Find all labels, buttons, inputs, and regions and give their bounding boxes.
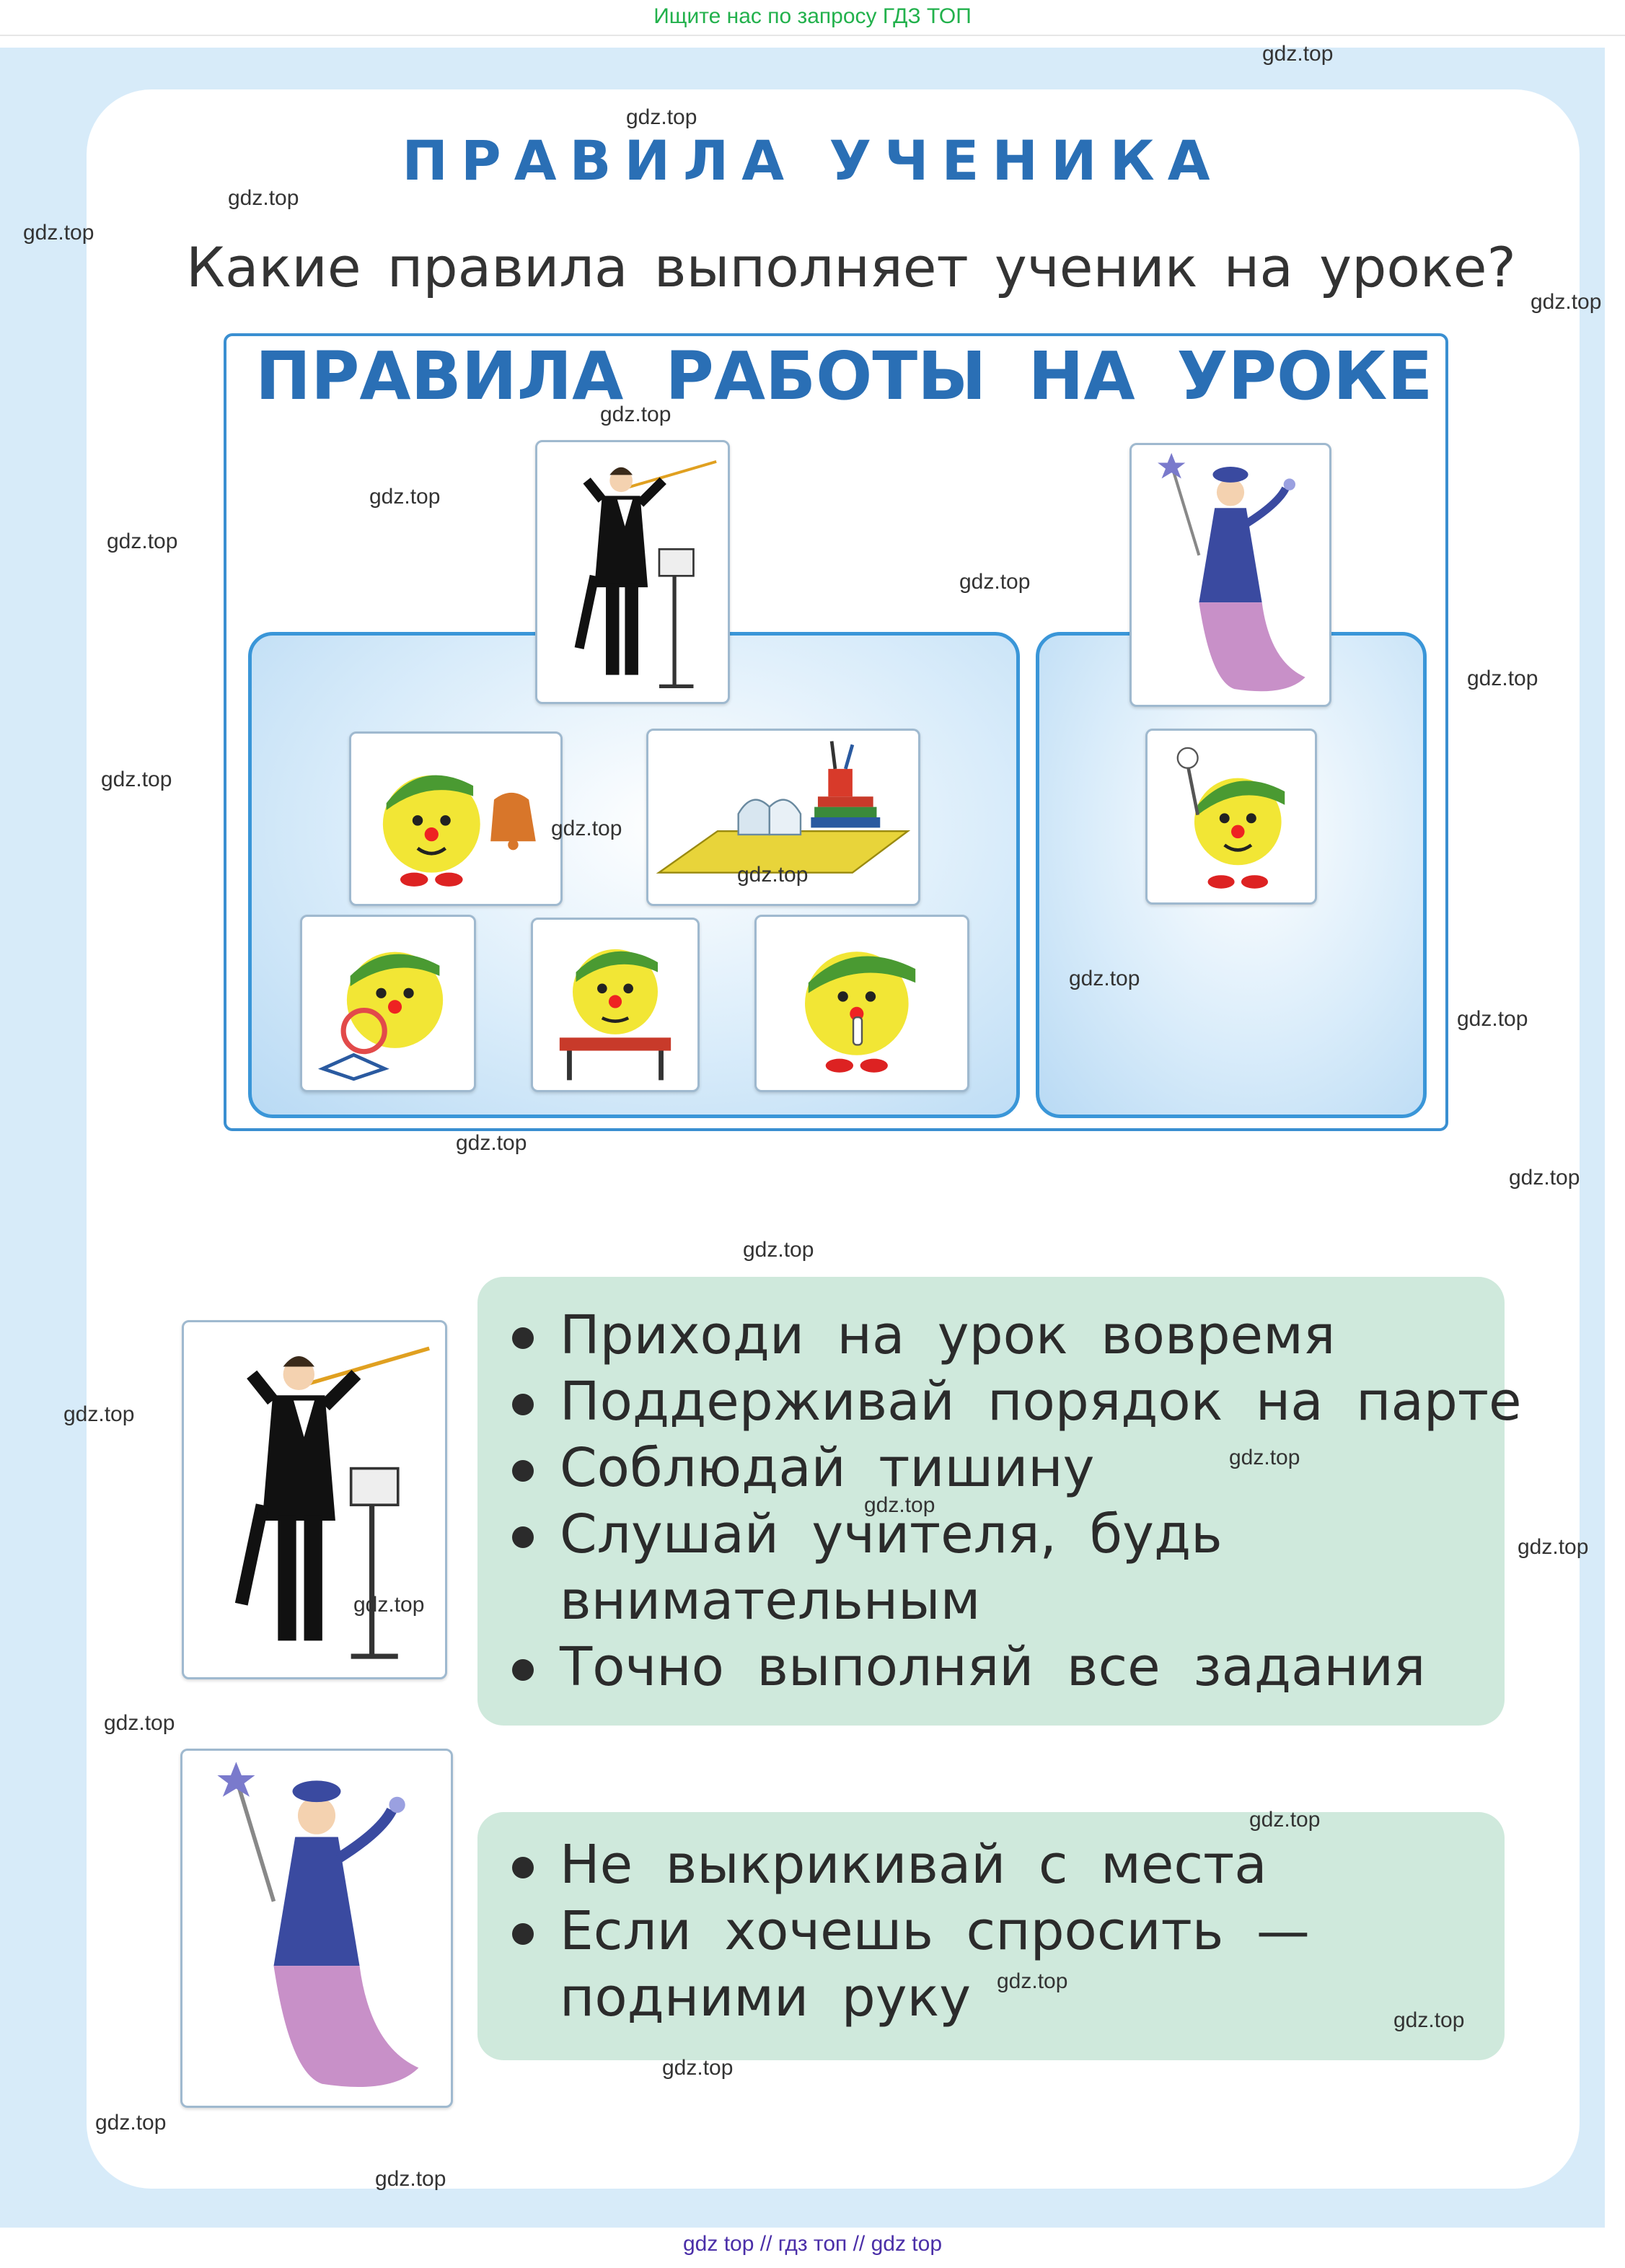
rule-item: Слушай учителя, будь [560,1503,1223,1565]
watermark: gdz.top [1262,42,1334,66]
question-text: Какие правила выполняет ученик на уроке? [186,235,1516,299]
conductor-icon-large [182,1320,447,1679]
page-title: ПРАВИЛА УЧЕНИКА [402,128,1223,193]
watermark: gdz.top [107,529,178,553]
bullet [512,1659,534,1681]
rule-item: Соблюдай тишину [560,1437,1095,1499]
watermark: gdz.top [1229,1446,1300,1469]
watermark: gdz.top [997,1969,1068,1993]
watermark: gdz.top [101,768,172,791]
top-banner[interactable]: Ищите нас по запросу ГДЗ ТОП [653,4,972,28]
bullet [512,1526,534,1548]
watermark: gdz.top [1518,1535,1589,1559]
kolobok-silence-icon [754,915,969,1092]
watermark: gdz.top [353,1593,425,1617]
bullet [512,1394,534,1415]
watermark: gdz.top [1457,1007,1528,1031]
watermark: gdz.top [743,1238,814,1262]
watermark: gdz.top [1467,667,1538,690]
watermark: gdz.top [626,105,697,129]
fairy-icon-large [180,1749,453,2108]
conductor-icon [535,440,730,704]
kolobok-hand-icon [1145,729,1317,905]
watermark: gdz.top [104,1711,175,1735]
rule-item: Если хочешь спросить — [560,1900,1310,1962]
watermark: gdz.top [1531,290,1602,314]
bullet [512,1857,534,1878]
rules-heading: ПРАВИЛА РАБОТЫ НА УРОКЕ [255,338,1433,415]
rule-item-continuation: внимательным [560,1570,981,1632]
kolobok-bell-icon [349,731,563,906]
desk-supplies-icon [646,729,920,906]
watermark: gdz.top [1393,2008,1465,2032]
watermark: gdz.top [228,186,299,210]
watermark: gdz.top [63,1402,135,1426]
fairy-icon [1129,443,1331,707]
watermark: gdz.top [864,1493,935,1517]
watermark: gdz.top [95,2111,167,2135]
fairy-rules-box [477,1812,1505,2060]
watermark: gdz.top [737,863,809,887]
watermark: gdz.top [551,817,622,840]
watermark: gdz.top [1069,967,1140,990]
conductor-rules-box [477,1277,1505,1726]
rule-item: Приходи на урок вовремя [560,1304,1336,1366]
bullet [512,1327,534,1349]
rule-item: Поддерживай порядок на парте [560,1371,1522,1433]
watermark: gdz.top [23,221,94,245]
kolobok-reading-icon [300,915,476,1092]
watermark: gdz.top [959,570,1031,594]
rule-item: Не выкрикивай с места [560,1834,1267,1896]
watermark: gdz.top [662,2056,734,2080]
watermark: gdz.top [456,1131,527,1155]
watermark: gdz.top [375,2167,446,2191]
watermark: gdz.top [1249,1808,1321,1832]
watermark: gdz.top [600,403,671,426]
watermark: gdz.top [1509,1166,1580,1190]
bullet [512,1923,534,1945]
bullet [512,1460,534,1482]
kolobok-desk-icon [531,918,700,1092]
top-divider [0,35,1625,36]
rule-item: Точно выполняй все задания [560,1636,1426,1698]
watermark: gdz.top [369,485,441,509]
rule-item-continuation: подними руку [560,1966,971,2029]
footer-links[interactable]: gdz top // гдз топ // gdz top [682,2232,943,2256]
